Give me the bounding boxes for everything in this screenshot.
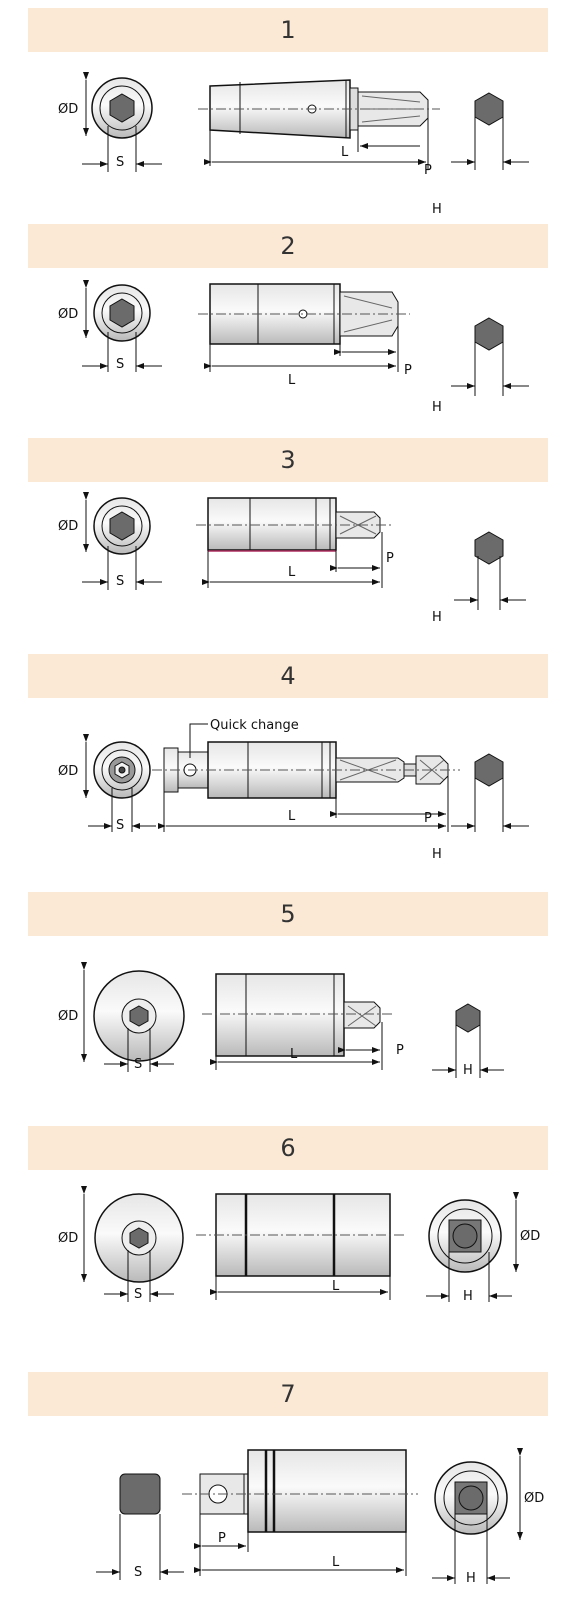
hex-label: H (463, 1063, 473, 1078)
hex-profile (451, 753, 529, 832)
section-number-6: 6 (280, 1134, 296, 1162)
length-label: L (332, 1555, 340, 1570)
diameter2-label: ØD (520, 1229, 540, 1244)
length-label: L (288, 373, 296, 388)
diameter-label: ØD (58, 102, 78, 117)
section-header-7: 7 (28, 1372, 548, 1416)
socket-label: S (134, 1565, 142, 1580)
bit-label: P (424, 163, 432, 178)
side-view (207, 497, 381, 552)
length-label: L (290, 1047, 298, 1062)
section-number-1: 1 (280, 16, 296, 44)
section-header-4: 4 (28, 654, 548, 698)
hex-label: H (432, 202, 442, 217)
diameter-label: ØD (58, 764, 78, 779)
end-view (93, 970, 185, 1062)
hex-label: H (432, 610, 442, 625)
socket-label: S (116, 155, 124, 170)
section-header-3: 3 (28, 438, 548, 482)
section-number-2: 2 (280, 232, 296, 260)
end-view (93, 741, 151, 799)
end-view (93, 284, 151, 342)
diameter-label: ØD (58, 1231, 78, 1246)
square-drive-end-view (434, 1461, 508, 1535)
length-label: L (288, 809, 296, 824)
end-view (91, 77, 153, 139)
socket-label: S (116, 818, 124, 833)
length-label: L (288, 565, 296, 580)
section-header-1: 1 (28, 8, 548, 52)
diameter-label: ØD (58, 519, 78, 534)
socket-label: S (134, 1057, 142, 1072)
length-label: L (332, 1279, 340, 1294)
end-view (93, 497, 151, 555)
diameter2-label: ØD (524, 1491, 544, 1506)
diagram-1: ØD S L P H (0, 66, 568, 226)
diameter-label: ØD (58, 1009, 78, 1024)
diagram-7: S P L ØD H (0, 1440, 568, 1620)
bit-label: P (396, 1043, 404, 1058)
side-view (199, 1449, 407, 1533)
section-number-3: 3 (280, 446, 296, 474)
section-number-4: 4 (280, 662, 296, 690)
bit-label: P (386, 551, 394, 566)
diagram-6: ØD S L ØD H (0, 1176, 568, 1316)
section-number-7: 7 (280, 1380, 296, 1408)
diagram-5: ØD S L P H (0, 948, 568, 1088)
diagram-4: ØD S Quick change L P (0, 706, 568, 876)
hex-profile (451, 317, 529, 396)
hex-profile (454, 531, 526, 610)
hex-label: H (466, 1571, 476, 1586)
diameter-label: ØD (58, 307, 78, 322)
hex-label: H (463, 1289, 473, 1304)
side-view (215, 973, 381, 1057)
hex-profile (451, 92, 529, 170)
square-drive-profile (96, 1473, 184, 1580)
hex-label: H (432, 400, 442, 415)
socket-label: S (116, 574, 124, 589)
bit-label: P (424, 811, 432, 826)
length-label: L (341, 145, 349, 160)
section-header-5: 5 (28, 892, 548, 936)
section-header-6: 6 (28, 1126, 548, 1170)
hex-profile (432, 1003, 504, 1078)
end-view (94, 1193, 184, 1283)
diagram-3: ØD S L P H (0, 490, 568, 640)
bit-label: P (404, 363, 412, 378)
socket-label: S (116, 357, 124, 372)
square-drive-end-view (428, 1199, 502, 1273)
quick-change-note: Quick change (210, 718, 299, 733)
diagram-2: ØD S L P H (0, 276, 568, 426)
hex-label: H (432, 847, 442, 862)
bit-label: P (218, 1531, 226, 1546)
socket-label: S (134, 1287, 142, 1302)
section-header-2: 2 (28, 224, 548, 268)
section-number-5: 5 (280, 900, 296, 928)
